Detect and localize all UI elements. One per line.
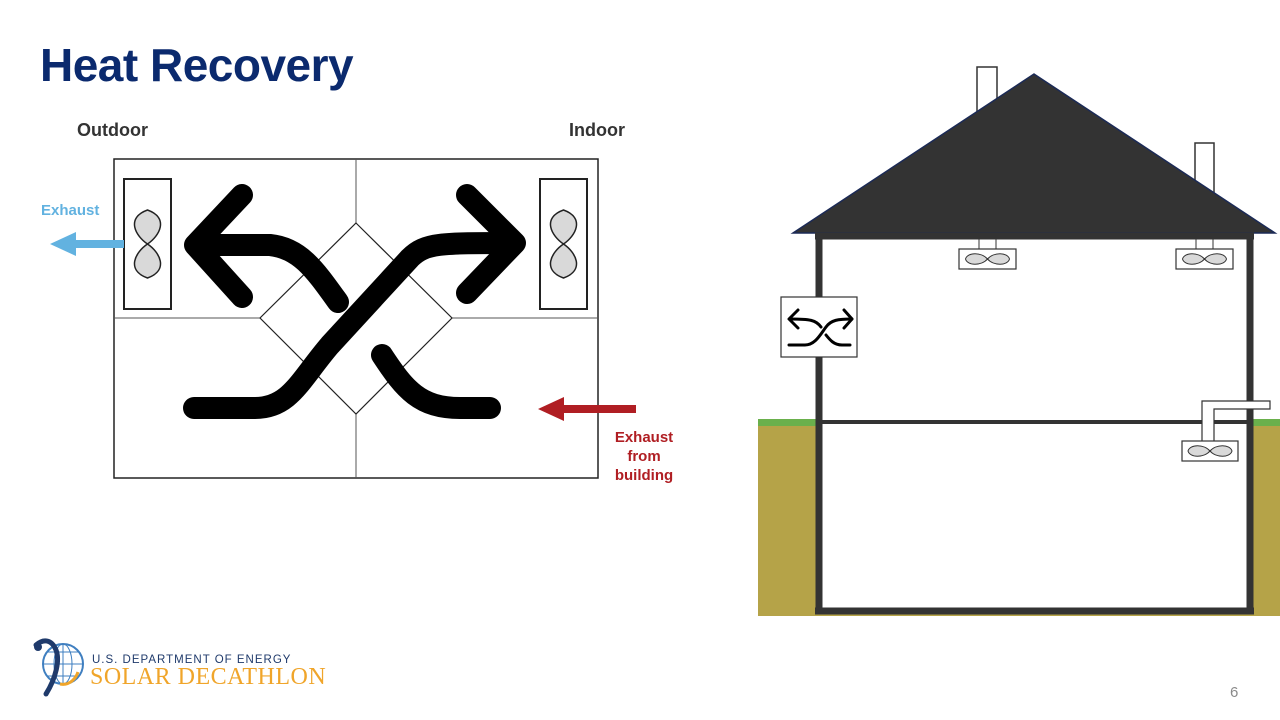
exhaust-airflow-lower (371, 344, 501, 419)
exhaust-from-building-line-3: building (614, 467, 674, 484)
supply-airflow-path (183, 232, 523, 419)
downstairs-fan (1181, 400, 1271, 462)
page-number: 6 (1230, 684, 1239, 701)
grass-right (1250, 419, 1280, 426)
exhaust-out-arrow (50, 232, 124, 256)
logo-solar-decathlon-text: SOLAR DECATHLON (90, 664, 327, 690)
upstairs-fan-left (958, 238, 1017, 270)
logo-department-text: U.S. DEPARTMENT OF ENERGY (92, 654, 292, 666)
airflow-paths (183, 184, 526, 419)
heat-exchanger-diagram (50, 158, 636, 479)
exhaust-from-building-line-1: Exhaust (614, 429, 674, 446)
solar-decathlon-globe-icon (33, 638, 84, 697)
slide-title: Heat Recovery (40, 39, 354, 91)
upstairs-fan-right (1175, 238, 1234, 270)
exhaust-label: Exhaust (41, 202, 100, 219)
indoor-label: Indoor (569, 120, 625, 140)
hrv-exchange-icon (787, 308, 854, 347)
exhaust-arrowhead (184, 184, 253, 308)
exhaust-from-building-line-2: from (627, 448, 661, 465)
hrv-unit (780, 296, 858, 358)
exhaust-airflow-upper (189, 234, 349, 313)
house-diagram (758, 66, 1280, 616)
grass-left (758, 419, 820, 426)
exhaust-from-building-label: Exhaust from building (604, 428, 684, 485)
exhaust-in-arrow (538, 397, 636, 421)
supply-arrowhead (456, 184, 526, 304)
outdoor-label: Outdoor (77, 120, 148, 140)
